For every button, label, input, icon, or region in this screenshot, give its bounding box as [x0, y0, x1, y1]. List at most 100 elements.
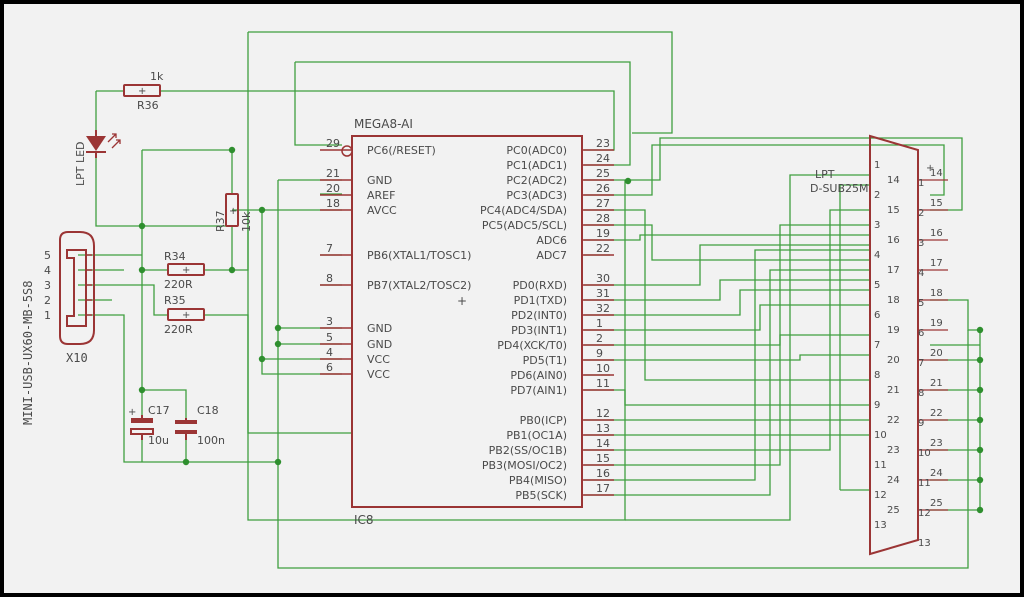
lpt-pin-left-inner-number: 18: [887, 295, 900, 306]
ic-left-pin-number: 7: [326, 242, 333, 255]
ic-right-pin-number: 31: [596, 287, 610, 300]
ic-right-pin-number: 16: [596, 467, 610, 480]
lpt-origin-marker: +: [926, 163, 934, 174]
ic-right-pin-number: 17: [596, 482, 610, 495]
lpt-pin-left-number: 1: [874, 160, 880, 171]
ic-right-pin-number: 15: [596, 452, 610, 465]
ic-right-pin-number: 30: [596, 272, 610, 285]
lpt-pin-left-inner-number: 25: [887, 505, 900, 516]
resistor-r37: + R37 10k: [214, 193, 253, 232]
lpt-pin-right-inner-number: 1: [918, 178, 924, 189]
lpt-pin-right-outer-number: 17: [930, 258, 943, 269]
r37-name: R37: [214, 210, 227, 232]
ic-name: MEGA8-AI: [354, 117, 413, 131]
lpt-pin-left-inner-number: 24: [887, 475, 900, 486]
lpt-pins: 1234567891011121314151617181920212223242…: [874, 160, 948, 549]
lpt-pin-right-inner-number: 6: [918, 328, 924, 339]
r35-value: 220R: [164, 323, 193, 336]
led-name: LPT LED: [74, 141, 87, 186]
ic-right-pins: 23PC0(ADC0)24PC1(ADC1)25PC2(ADC2)26PC3(A…: [480, 137, 614, 502]
c18-name: C18: [197, 404, 219, 417]
r34-value: 220R: [164, 278, 193, 291]
ic-right-pin-label: PD4(XCK/T0): [497, 339, 567, 352]
ic-left-pin-label: PB6(XTAL1/TOSC1): [367, 249, 471, 262]
lpt-pin-right-inner-number: 5: [918, 298, 924, 309]
ic-left-pin-number: 5: [326, 331, 333, 344]
c17-name: C17: [148, 404, 170, 417]
lpt-pin-right-outer-number: 24: [930, 468, 943, 479]
lpt-pin-right-outer-number: 21: [930, 378, 943, 389]
lpt-pin-left-number: 9: [874, 400, 880, 411]
lpt-pin-left-number: 4: [874, 250, 880, 261]
ic-ref: IC8: [354, 513, 374, 527]
lpt-connector: LPT D-SUB25M + 1234567891011121314151617…: [810, 134, 948, 556]
lpt-pin-left-number: 5: [874, 280, 880, 291]
usb-pin-number: 1: [44, 309, 51, 322]
ic-right-pin-label: PD6(AIN0): [510, 369, 567, 382]
capacitor-c18: C18 100n: [175, 404, 225, 447]
lpt-pin-right-inner-number: 7: [918, 358, 924, 369]
ic-left-pin-label: VCC: [367, 368, 390, 381]
ic-right-pin-label: PD3(INT1): [511, 324, 567, 337]
ic-right-pin-label: PB1(OC1A): [506, 429, 567, 442]
lpt-pin-left-number: 7: [874, 340, 880, 351]
lpt-pin-left-inner-number: 19: [887, 325, 900, 336]
ic-right-pin-number: 22: [596, 242, 610, 255]
lpt-pin-left-number: 10: [874, 430, 887, 441]
ic-right-pin-number: 14: [596, 437, 610, 450]
ic-right-pin-number: 32: [596, 302, 610, 315]
usb-pin-number: 3: [44, 279, 51, 292]
lpt-pin-right-inner-number: 2: [918, 208, 924, 219]
ic-left-pin-number: 29: [326, 137, 340, 150]
ic-left-pin-label: AREF: [367, 189, 395, 202]
inverted-reset-pin-icon: [341, 145, 353, 157]
lpt-pin-left-number: 12: [874, 490, 887, 501]
lpt-pin-right-outer-number: 25: [930, 498, 943, 509]
ic-right-pin-number: 1: [596, 317, 603, 330]
lpt-pin-right-inner-number: 3: [918, 238, 924, 249]
ic-right-pin-number: 2: [596, 332, 603, 345]
ic-right-pin-number: 19: [596, 227, 610, 240]
lpt-pin-right-inner-number: 9: [918, 418, 924, 429]
lpt-pin-left-number: 8: [874, 370, 880, 381]
lpt-pin-left-inner-number: 16: [887, 235, 900, 246]
ic-right-pin-number: 27: [596, 197, 610, 210]
lpt-pin-right-inner-number: 13: [918, 538, 931, 549]
lpt-pin-right-outer-number: 15: [930, 198, 943, 209]
ic-right-pin-number: 25: [596, 167, 610, 180]
lpt-pin-right-outer-number: 18: [930, 288, 943, 299]
r35-name: R35: [164, 294, 186, 307]
ic-right-pin-label: PC0(ADC0): [506, 144, 567, 157]
usb-name: X10: [66, 351, 88, 365]
usb-pin-number: 4: [44, 264, 51, 277]
lpt-pin-left-inner-number: 21: [887, 385, 900, 396]
capacitor-c17: + C17 10u: [128, 404, 170, 447]
ic-right-pin-label: PB0(ICP): [520, 414, 567, 427]
ic-left-pin-number: 4: [326, 346, 333, 359]
ic-left-pin-label: PC6(/RESET): [367, 144, 436, 157]
lpt-pin-right-inner-number: 10: [918, 448, 931, 459]
ic-mega8: MEGA8-AI IC8 + 29PC6(/RESET)21GND20AREF1…: [320, 117, 614, 527]
lpt-pin-left-number: 2: [874, 190, 880, 201]
ic-right-pin-label: ADC7: [536, 249, 567, 262]
ic-right-pin-label: PC2(ADC2): [506, 174, 567, 187]
lpt-name: LPT: [815, 168, 835, 181]
lpt-pin-right-outer-number: 16: [930, 228, 943, 239]
lpt-pin-left-number: 3: [874, 220, 880, 231]
lpt-pin-left-inner-number: 22: [887, 415, 900, 426]
ic-right-pin-label: PC5(ADC5/SCL): [482, 219, 567, 232]
ic-left-pin-number: 6: [326, 361, 333, 374]
lpt-pin-right-inner-number: 8: [918, 388, 924, 399]
r37-plus-icon: +: [229, 206, 237, 217]
lpt-pin-left-inner-number: 23: [887, 445, 900, 456]
ic-right-pin-number: 11: [596, 377, 610, 390]
ic-left-pins: 29PC6(/RESET)21GND20AREF18AVCC7PB6(XTAL1…: [320, 137, 471, 381]
ic-right-pin-label: PB4(MISO): [509, 474, 567, 487]
ic-left-pin-number: 3: [326, 315, 333, 328]
ic-right-pin-number: 23: [596, 137, 610, 150]
lpt-pin-left-inner-number: 17: [887, 265, 900, 276]
lpt-pin-left-inner-number: 15: [887, 205, 900, 216]
resistor-r35: + R35 220R: [164, 294, 205, 336]
